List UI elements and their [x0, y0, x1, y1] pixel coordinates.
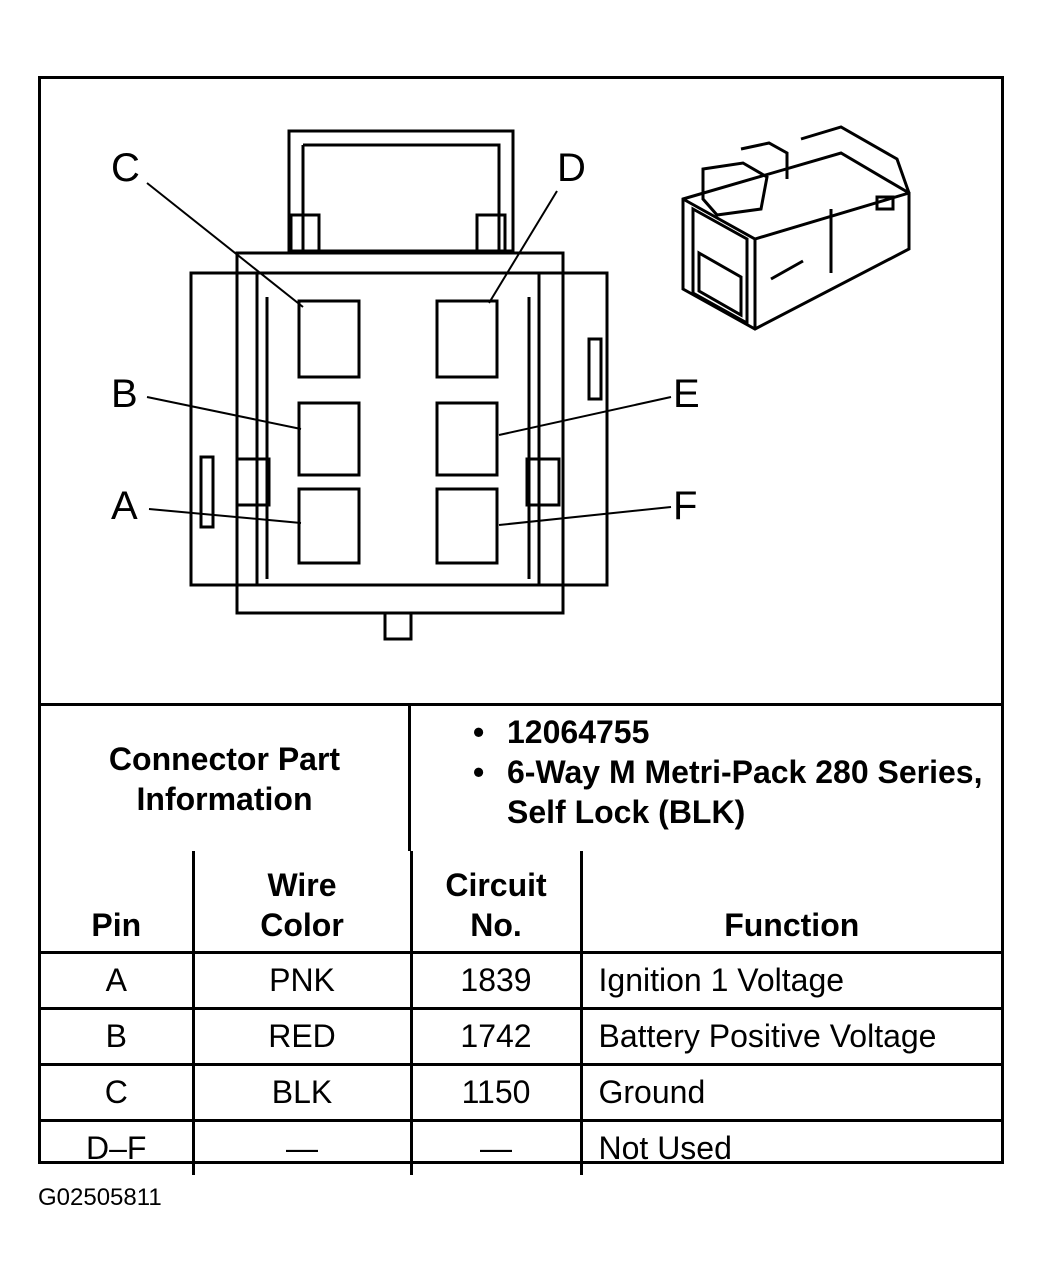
- pin-label-e: E: [673, 372, 700, 416]
- circuit-cell: 1150: [409, 1063, 583, 1122]
- pin-cell: A: [41, 951, 195, 1010]
- pin-cell: C: [41, 1063, 195, 1122]
- circuit-cell: —: [409, 1119, 583, 1175]
- connector-diagram: C D B E A F: [111, 125, 911, 641]
- pin-cell: B: [41, 1007, 195, 1066]
- table-row: D–F — — Not Used: [41, 1119, 1001, 1175]
- circuit-column-header: Circuit No.: [409, 851, 583, 954]
- wire-color-column-header: Wire Color: [191, 851, 413, 954]
- pin-label-d: D: [557, 146, 586, 190]
- function-cell: Ground: [579, 1063, 1001, 1122]
- wire-color-cell: PNK: [191, 951, 413, 1010]
- table-row: C BLK 1150 Ground: [41, 1063, 1001, 1122]
- part-number-bullet: 12064755: [473, 712, 993, 752]
- wire-color-cell: BLK: [191, 1063, 413, 1122]
- pin-cell: D–F: [41, 1119, 195, 1175]
- pin-label-c: C: [111, 146, 140, 190]
- pin-label-b: B: [111, 372, 138, 416]
- connector-type-bullet: 6-Way M Metri-Pack 280 Series, Self Lock…: [473, 752, 993, 832]
- pin-table: Pin Wire Color Circuit No. Function A PN…: [41, 851, 1001, 1175]
- pin-leader-lines: [146, 182, 672, 526]
- connector-part-info-list: 12064755 6-Way M Metri-Pack 280 Series, …: [473, 712, 993, 832]
- connector-isometric-view: [681, 125, 911, 331]
- function-cell: Not Used: [579, 1119, 1001, 1175]
- function-cell: Ignition 1 Voltage: [579, 951, 1001, 1010]
- pin-table-header-row: Pin Wire Color Circuit No. Function: [41, 851, 1001, 954]
- wire-color-cell: RED: [191, 1007, 413, 1066]
- table-row: B RED 1742 Battery Positive Voltage: [41, 1007, 1001, 1066]
- wire-color-cell: —: [191, 1119, 413, 1175]
- function-column-header: Function: [579, 851, 1001, 954]
- table-row: A PNK 1839 Ignition 1 Voltage: [41, 951, 1001, 1010]
- connector-part-info-row: Connector Part Information 12064755 6-Wa…: [41, 703, 1001, 851]
- connector-face-view: [189, 129, 609, 641]
- connector-diagram-frame: C D B E A F Connector Part Information 1…: [38, 76, 1004, 1175]
- pin-label-a: A: [111, 484, 138, 528]
- circuit-cell: 1742: [409, 1007, 583, 1066]
- circuit-cell: 1839: [409, 951, 583, 1010]
- pin-column-header: Pin: [41, 851, 195, 954]
- pin-label-f: F: [673, 484, 697, 528]
- connector-part-info-label: Connector Part Information: [41, 706, 411, 851]
- pin-letter-labels: C D B E A F: [111, 146, 700, 528]
- figure-id: G02505811: [38, 1184, 162, 1211]
- function-cell: Battery Positive Voltage: [579, 1007, 1001, 1066]
